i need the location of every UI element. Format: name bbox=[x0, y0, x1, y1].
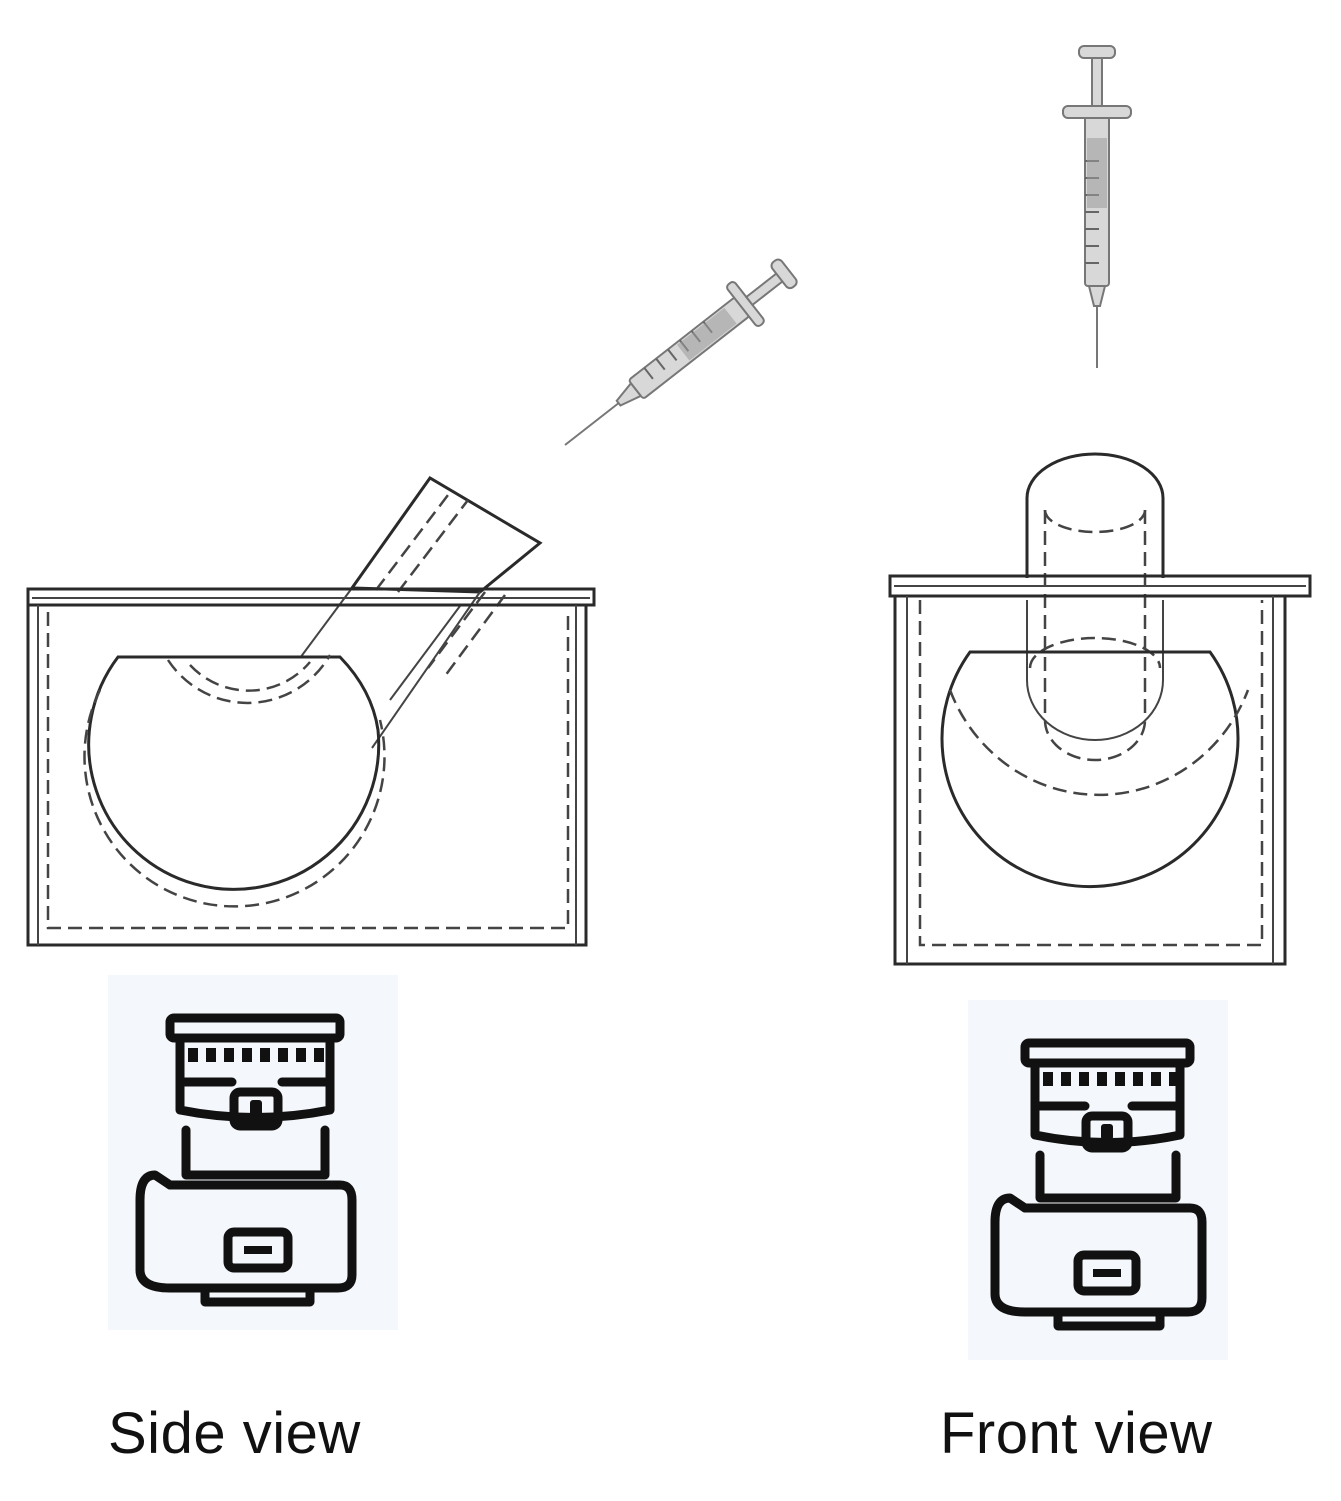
camera-side-icon bbox=[135, 1013, 357, 1307]
front-view-caption: Front view bbox=[940, 1401, 1213, 1466]
front-view-group bbox=[888, 45, 1312, 1360]
camera-front-icon bbox=[990, 1038, 1207, 1331]
side-view-caption: Side view bbox=[108, 1401, 361, 1466]
syringe-vertical-icon bbox=[1062, 45, 1132, 368]
side-view-group bbox=[26, 258, 798, 1330]
syringe-angled-icon bbox=[564, 258, 798, 446]
